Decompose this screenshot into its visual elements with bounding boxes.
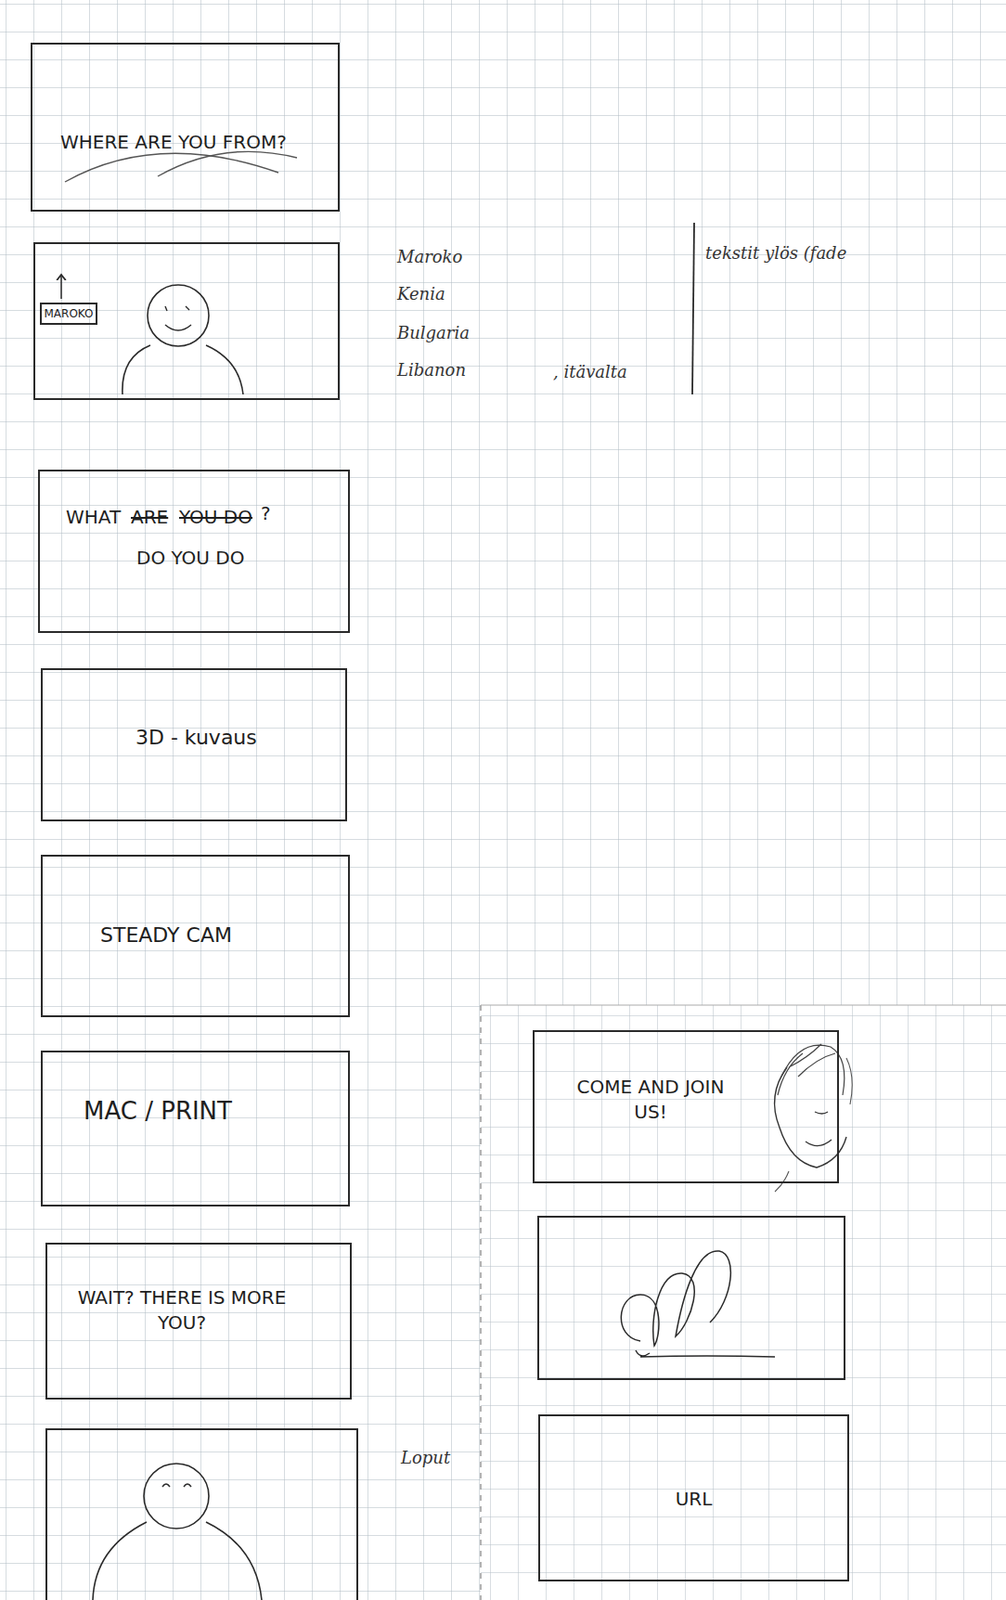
storyboard-frame: MAROKO (33, 242, 340, 400)
sheet-edge (480, 1005, 1006, 1006)
margin-note: Loput (400, 1447, 451, 1468)
margin-note: Maroko (397, 246, 463, 267)
perforated-edge (479, 1005, 482, 1600)
frame-text: WHERE ARE YOU FROM? (60, 129, 339, 155)
frame-text: COME AND JOIN US! (571, 1074, 730, 1125)
scribble-loops (620, 1251, 775, 1357)
frame-text: 3D - kuvaus (135, 723, 322, 752)
frame-text: MAROKO (41, 306, 96, 322)
pasted-sheet (480, 1005, 1006, 1600)
frame-text: STEADY CAM (100, 921, 323, 950)
storyboard-frame: STEADY CAM (40, 854, 350, 1018)
storyboard-frame: URL (538, 1414, 850, 1582)
frame-text: YOU DO (179, 504, 263, 530)
storyboard-frame: COME AND JOIN US! (532, 1030, 839, 1184)
frame-text: DO YOU DO (136, 545, 285, 571)
margin-note: tekstit ylös (fade (705, 243, 847, 263)
storyboard-frame: WHERE ARE YOU FROM? (30, 42, 340, 212)
frame-text: ? (260, 501, 280, 527)
margin-note: Bulgaria (397, 322, 470, 343)
frame-text: ARE (130, 504, 178, 530)
person-eyes (165, 306, 190, 311)
face-hair (777, 1044, 845, 1096)
face-strokes (774, 1057, 852, 1192)
storyboard-frame (46, 1429, 358, 1600)
frame-text: URL (540, 1486, 848, 1512)
person-head (147, 284, 209, 347)
frame-text: WHAT (65, 504, 131, 530)
frame-text: WAIT? THERE IS MORE YOU? (75, 1285, 289, 1336)
person-eyes (162, 1483, 192, 1487)
sky-curve (157, 151, 297, 177)
storyboard-frame: MAC / PRINT (40, 1050, 350, 1207)
person-body (122, 345, 244, 395)
margin-note: Kenia (397, 283, 446, 304)
storyboard-frame: WHATAREYOU DO? DO YOU DO (38, 469, 350, 633)
pointer-arrow (60, 274, 63, 299)
person-head (143, 1463, 209, 1529)
storyboard-frame: WAIT? THERE IS MORE YOU? (45, 1242, 352, 1400)
person-smile (165, 324, 192, 331)
face-features (805, 1111, 832, 1147)
face-outline (774, 1067, 847, 1168)
caption-tag: MAROKO (39, 302, 98, 325)
note-divider (692, 222, 695, 395)
storyboard-frame: 3D - kuvaus (40, 668, 348, 822)
pasted-sheet-grid (480, 1005, 1006, 1600)
sky-curve (64, 153, 279, 182)
margin-note: , itävalta (553, 361, 628, 382)
margin-note: Libanon (397, 360, 466, 380)
storyboard-frame (538, 1216, 845, 1380)
frame-text: MAC / PRINT (83, 1095, 325, 1128)
person-body (92, 1521, 262, 1600)
